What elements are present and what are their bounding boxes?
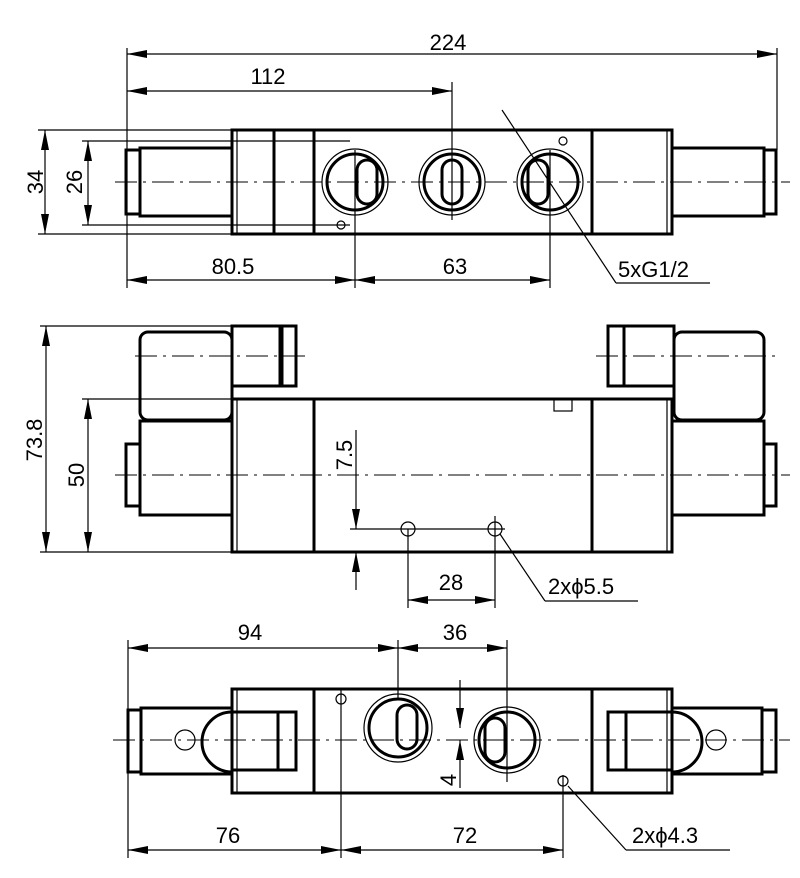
- dim-hole-offset: 7.5: [332, 440, 357, 471]
- hole-callout: 2xϕ5.5: [548, 574, 614, 599]
- dim-height-34: 34: [23, 170, 48, 194]
- dim-body-height: 50: [64, 463, 89, 487]
- dim-port-spacing: 36: [443, 620, 467, 645]
- top-view: 224 112 34 26: [23, 30, 790, 288]
- dim-left-to-hole: 76: [216, 823, 240, 848]
- dim-left-to-port: 94: [238, 620, 262, 645]
- port-icon: [363, 693, 433, 763]
- dim-port-offset: 4: [436, 774, 461, 786]
- dim-left-to-port: 80.5: [212, 254, 255, 279]
- bottom-view: 94 36: [113, 620, 790, 858]
- dim-overall-height: 73.8: [22, 419, 47, 462]
- dim-hole-spacing: 72: [453, 823, 477, 848]
- dim-height-26: 26: [62, 170, 87, 194]
- mount-hole-icon: [558, 136, 568, 146]
- port-callout: 5xG1/2: [618, 257, 689, 282]
- mount-hole-icon: [336, 220, 346, 230]
- dim-hole-spacing: 28: [439, 570, 463, 595]
- hole-callout: 2xϕ4.3: [632, 823, 698, 848]
- dim-port-spacing: 63: [443, 254, 467, 279]
- pilot-port-icon: [553, 398, 573, 412]
- dim-overall-length: 224: [430, 30, 467, 55]
- dim-center-to-port: 112: [250, 64, 285, 89]
- front-view: 73.8 50 7.5 28: [22, 324, 790, 608]
